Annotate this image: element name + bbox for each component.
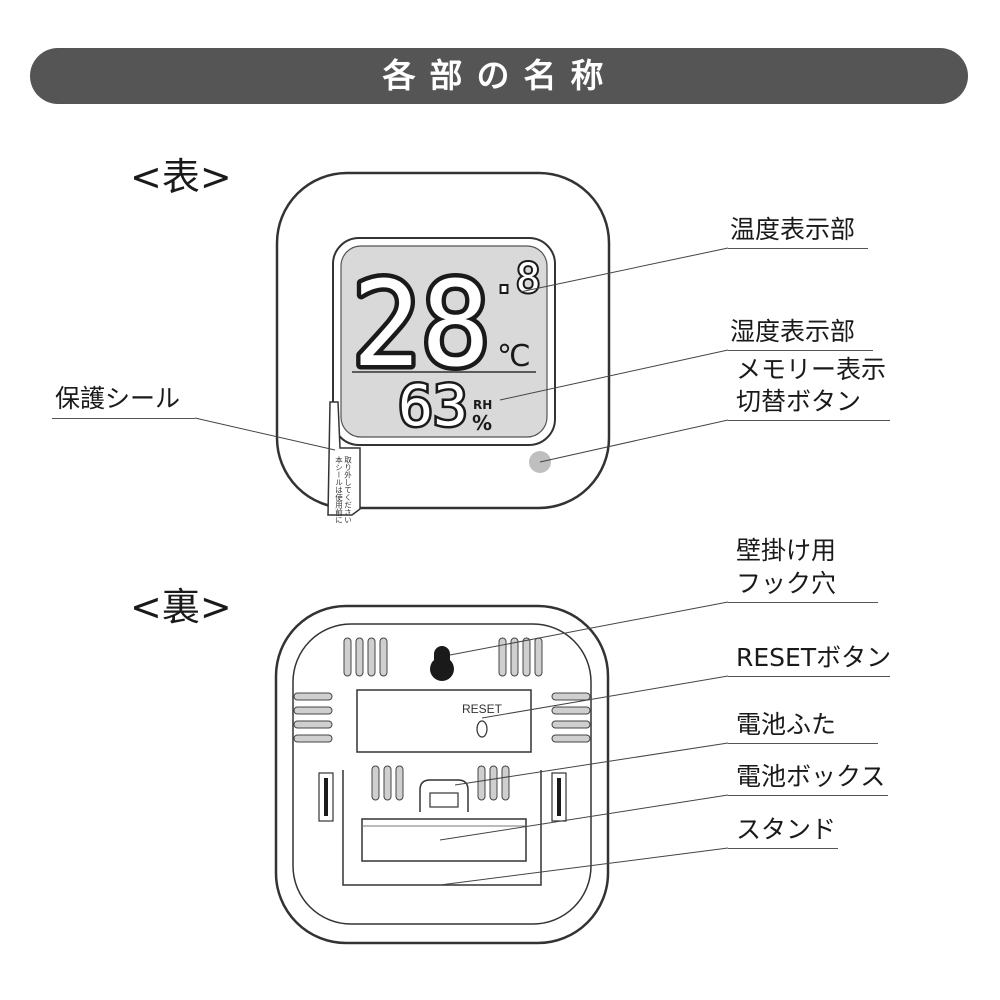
callout-memory-button-line1: メモリー表示 <box>736 355 887 384</box>
leader-stand <box>439 847 729 886</box>
back-device: RESET <box>274 604 610 945</box>
seal-text-line1: 本シールは使用前に <box>334 455 343 524</box>
protective-seal: 本シールは使用前に 取り外してください <box>327 401 361 524</box>
page-title: 各部の名称 <box>382 56 618 95</box>
temperature-digits: 28 <box>352 255 490 393</box>
reset-button[interactable] <box>476 720 488 738</box>
humidity-digits: 63 <box>398 374 468 439</box>
leader-lines <box>194 247 729 886</box>
battery-cover[interactable] <box>361 818 527 862</box>
back-view-label: <裏> <box>130 585 232 629</box>
side-vents <box>293 692 591 743</box>
callout-temp-display: 温度表示部 <box>730 215 856 244</box>
leader-hook-hole <box>449 601 729 656</box>
lcd-screen <box>340 245 548 438</box>
temperature-unit: ℃ <box>497 339 531 374</box>
temperature-decimal: .8 <box>492 256 540 302</box>
percent-label: % <box>472 411 492 435</box>
leader-reset-button <box>481 675 729 719</box>
hook-hole <box>430 646 455 681</box>
leader-memory-button <box>539 419 729 463</box>
callout-hook-hole-line1: 壁掛け用 <box>736 536 837 565</box>
callout-protective-seal: 保護シール <box>55 384 181 413</box>
leader-battery-box <box>439 794 729 841</box>
lower-vents <box>371 765 510 801</box>
leader-temp-display <box>519 247 729 293</box>
front-device: 28 .8 ℃ 63 RH % 本シールは使用前に 取り外してください <box>275 171 611 524</box>
callout-battery-box: 電池ボックス <box>736 762 886 791</box>
callout-hook-hole-line2: フック穴 <box>736 569 837 598</box>
rh-label: RH <box>473 398 492 412</box>
reset-text: RESET <box>462 702 503 716</box>
leader-protective-seal <box>194 417 336 451</box>
top-vents <box>343 637 543 677</box>
callout-reset-button: RESETボタン <box>736 643 892 672</box>
seal-text-line2: 取り外してください <box>343 456 352 524</box>
reset-panel <box>356 689 532 753</box>
leader-battery-cover <box>454 742 729 786</box>
front-view-label: <表> <box>130 155 232 199</box>
callout-humidity-display: 湿度表示部 <box>730 317 856 346</box>
callout-stand: スタンド <box>736 815 837 844</box>
header-banner <box>30 48 968 104</box>
callout-battery-cover: 電池ふた <box>736 710 837 739</box>
callout-memory-button-line2: 切替ボタン <box>736 387 862 416</box>
leader-humidity-display <box>499 349 729 401</box>
